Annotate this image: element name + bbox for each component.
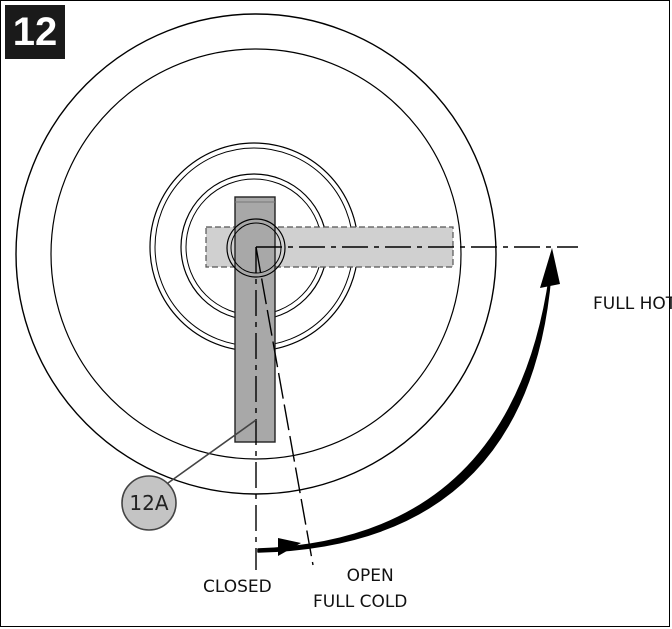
open-full-cold-center-line xyxy=(255,246,314,566)
callout-bubble xyxy=(121,475,177,531)
rotation-arrowhead-top xyxy=(540,248,560,288)
callout-label: 12A xyxy=(129,491,169,515)
callout-leader-line xyxy=(167,419,257,484)
open-label-line2: FULL COLD xyxy=(313,592,408,612)
valve-stem xyxy=(226,218,286,278)
step-number-badge: 12 xyxy=(5,5,65,59)
closed-label: CLOSED xyxy=(203,577,272,597)
open-full-cold-label: OPEN FULL COLD xyxy=(313,563,407,615)
rotation-arrowhead-bottom xyxy=(278,538,301,556)
escutcheon-inner-ring xyxy=(50,48,462,460)
full-hot-label: FULL HOT xyxy=(593,294,672,314)
open-label-line1: OPEN xyxy=(346,566,394,586)
